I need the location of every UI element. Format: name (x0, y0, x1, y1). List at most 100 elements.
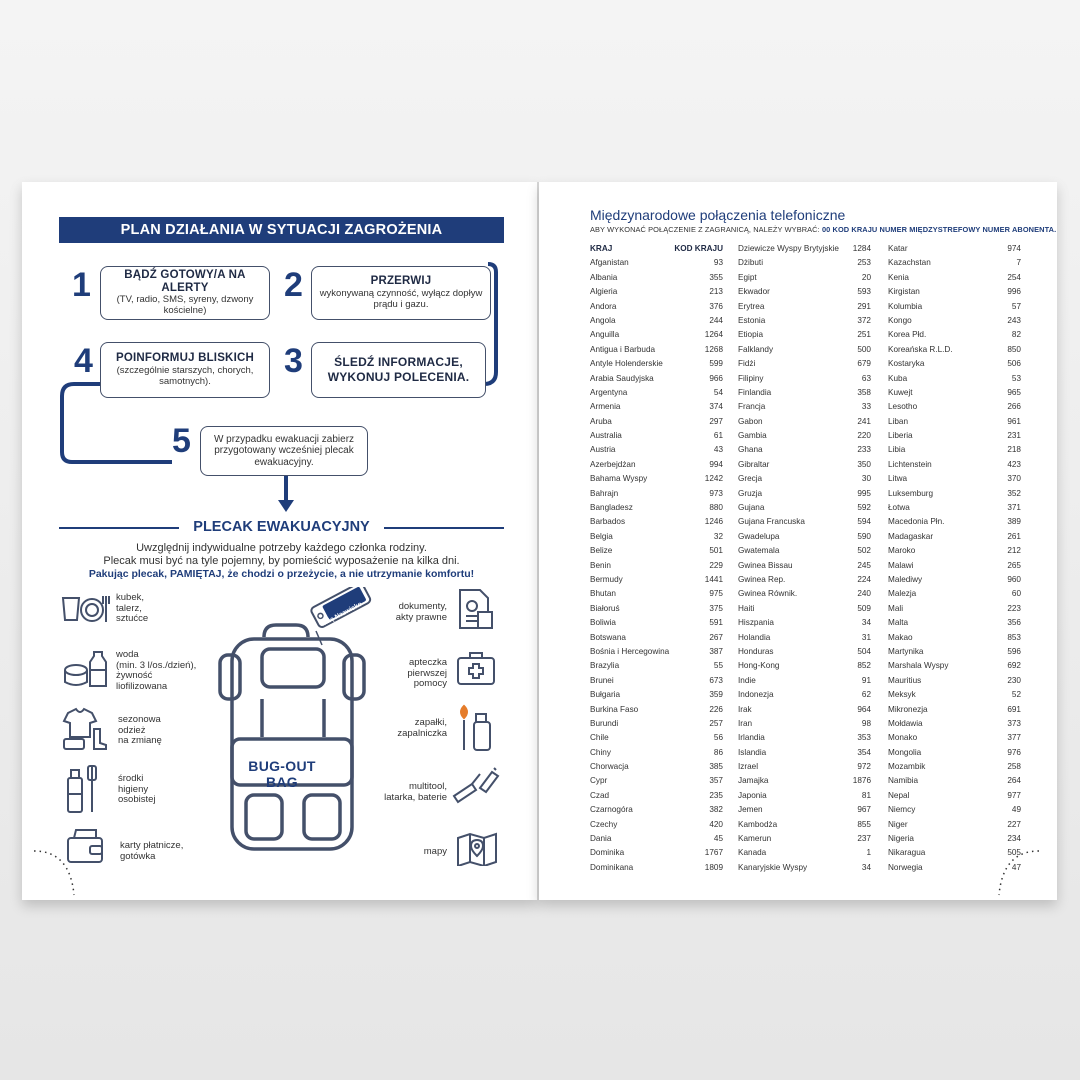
country-name: Czechy (590, 819, 618, 829)
country-name: Dżibuti (738, 258, 764, 268)
country-code: 251 (857, 330, 871, 340)
country-code: 34 (861, 618, 871, 628)
country-name: Brazylia (590, 661, 620, 671)
country-code: 357 (709, 776, 723, 786)
country-name: Haiti (738, 603, 755, 613)
country-code: 353 (857, 733, 871, 743)
country-name: Kenia (888, 272, 909, 282)
country-name: Dziewicze Wyspy Brytyjskie (738, 244, 839, 253)
country-name: Jamajka (738, 776, 769, 786)
table-row: Kolumbia 57 (888, 300, 1021, 314)
country-name: Australia (590, 431, 622, 441)
country-code: 1767 (704, 848, 723, 858)
page-corner-dots-right (998, 850, 1040, 896)
country-name: Kanada (738, 848, 767, 858)
country-name: Luksemburg (888, 488, 934, 498)
country-name: Bhutan (590, 589, 616, 599)
country-code: 229 (709, 560, 723, 570)
subtitle-bold: 00 KOD KRAJU NUMER MIĘDZYSTREFOWY NUMER … (821, 225, 1057, 234)
item-label-map: mapy (423, 846, 447, 857)
country-code: 852 (857, 661, 871, 671)
country-code: 964 (857, 704, 871, 714)
country-code: 20 (861, 272, 871, 282)
country-code: 509 (857, 603, 871, 613)
step-text-5: W przypadku ewakuacji zabierz przygotowa… (213, 433, 355, 468)
step-number-3: 3 (284, 342, 303, 380)
step-title-3: ŚLEDŹ INFORMACJE, WYKONUJ POLECENIA. (327, 355, 470, 384)
country-name: Malawi (888, 560, 914, 570)
country-code: 375 (709, 603, 723, 613)
country-name: Dominika (590, 848, 625, 858)
country-code: 32 (713, 531, 723, 541)
country-name: Łotwa (888, 503, 910, 513)
country-code: 673 (709, 675, 723, 685)
country-code: 243 (1007, 315, 1021, 325)
country-code: 960 (1007, 574, 1021, 584)
country-code: 977 (1007, 790, 1021, 800)
country-name: Chorwacja (590, 762, 629, 772)
country-name: Gwinea Bissau (738, 560, 793, 570)
country-code: 31 (861, 632, 871, 642)
section-title-text: PLECAK EWAKUACYJNY (193, 519, 370, 535)
table-row: Chiny 86 (590, 746, 723, 760)
country-code: 374 (709, 402, 723, 412)
country-name: Indonezja (738, 690, 774, 700)
country-code: 377 (1007, 733, 1021, 743)
country-code: 57 (1011, 301, 1021, 311)
country-code: 241 (857, 416, 871, 426)
table-row: Bhutan 975 (590, 587, 723, 601)
country-name: Niger (888, 819, 908, 829)
country-name: Falklandy (738, 344, 774, 354)
country-name: Chiny (590, 747, 611, 757)
country-code: 82 (1011, 330, 1021, 340)
country-name: Bermudy (590, 574, 623, 584)
country-name: Mongolia (888, 747, 922, 757)
country-name: Angola (590, 315, 616, 325)
country-code: 86 (713, 747, 723, 757)
country-name: Irlandia (738, 733, 765, 743)
country-code: 352 (1007, 488, 1021, 498)
country-name: Austria (590, 445, 616, 455)
clothes-icon (62, 707, 107, 750)
country-name: Nikaragua (888, 848, 926, 858)
country-name: Kolumbia (888, 301, 923, 311)
country-name: Aruba (590, 416, 612, 426)
country-name: Meksyk (888, 690, 916, 700)
country-code: 975 (709, 589, 723, 599)
country-code: 355 (709, 272, 723, 282)
country-name: Malezja (888, 589, 917, 599)
country-code: 253 (857, 258, 871, 268)
country-name: Armenia (590, 402, 621, 412)
country-name: Barbados (590, 517, 626, 527)
table-row: Dżibuti 253 (738, 256, 871, 270)
